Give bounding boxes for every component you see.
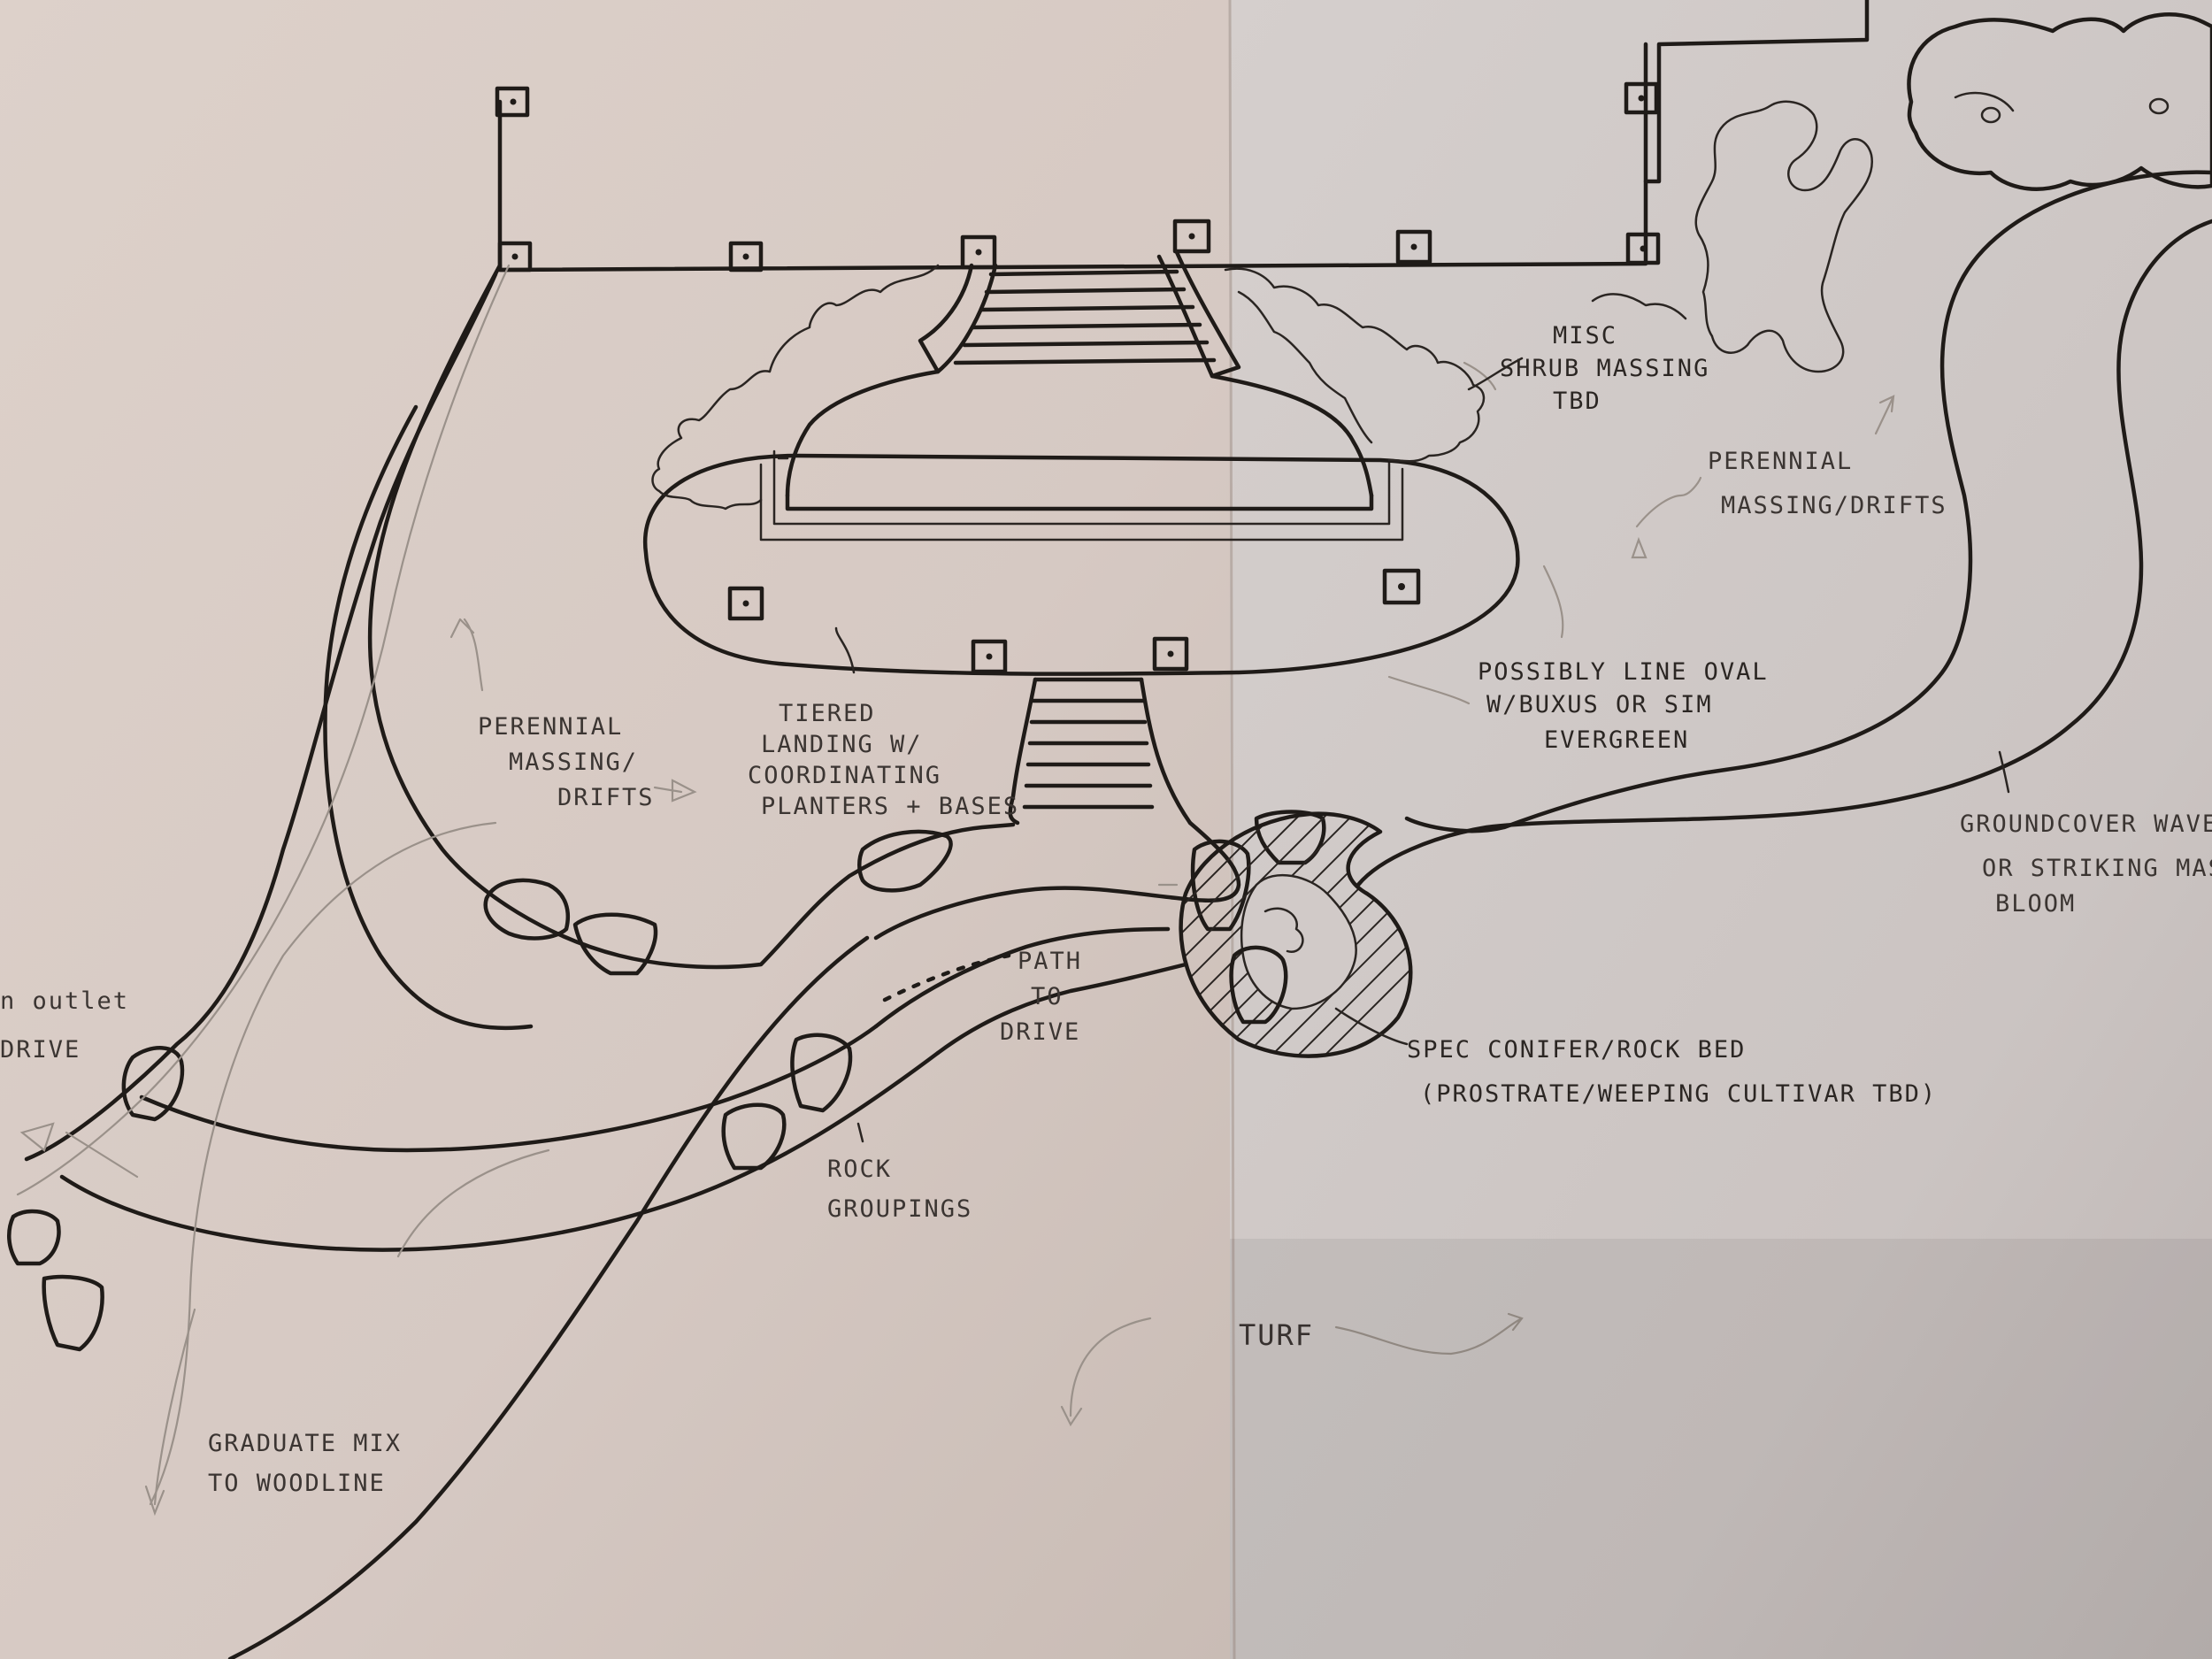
- label-line: MASSING/: [509, 749, 638, 776]
- label-line: SPEC CONIFER/ROCK BED: [1407, 1036, 1746, 1064]
- pier-icon: [1624, 81, 1659, 115]
- upper-landing: [759, 369, 1404, 541]
- leader-arrows: [19, 357, 2010, 1517]
- trunk-marker: [2148, 97, 2170, 115]
- shrub-massing: [651, 100, 1874, 511]
- annotation-groundcover: GROUNDCOVER WAVE OR STRIKING MASS BLOOM: [1960, 810, 2212, 918]
- annotation-shrub-massing: MISC SHRUB MASSING TBD: [1500, 322, 1709, 415]
- rock: [572, 912, 658, 976]
- label-line: LANDING W/: [761, 731, 923, 758]
- trunk-marker: [1980, 106, 2001, 124]
- pier-markers: [495, 81, 1661, 674]
- rock: [1229, 945, 1288, 1025]
- label-line: SHRUB MASSING: [1500, 355, 1709, 382]
- woodline-edge: [227, 935, 870, 1659]
- annotation-oval-line: POSSIBLY LINE OVAL W/BUXUS OR SIM EVERGR…: [1478, 658, 1769, 754]
- annotation-perennial-left: PERENNIAL MASSING/ DRIFTS: [478, 713, 655, 811]
- upper-steps: [918, 250, 1241, 379]
- annotation-path-to-drive: PATH TO DRIVE: [1000, 948, 1082, 1046]
- rock: [857, 829, 953, 893]
- label-line: PATH: [1018, 948, 1082, 975]
- annotation-perennial-right: PERENNIAL MASSING/DRIFTS: [1708, 448, 1947, 519]
- pier-icon: [497, 241, 533, 273]
- pier-icon: [495, 86, 530, 118]
- label-line: OR STRIKING MASS: [1982, 855, 2212, 882]
- annotation-graduate-mix: GRADUATE MIX TO WOODLINE: [208, 1430, 402, 1497]
- label-line: TO: [1031, 983, 1064, 1010]
- pier-icon: [727, 586, 764, 621]
- rock: [790, 1033, 853, 1113]
- path-to-drive: [59, 926, 1188, 1252]
- label-line: TO WOODLINE: [208, 1470, 386, 1497]
- drive-curve: [1356, 170, 2212, 887]
- inner-arc: [323, 404, 534, 1031]
- annotation-outlet: n outlet DRIVE: [0, 987, 129, 1064]
- label-line: COORDINATING: [748, 762, 941, 789]
- label-line: PERENNIAL: [1708, 448, 1853, 475]
- label-line: GRADUATE MIX: [208, 1430, 402, 1457]
- label-line: W/BUXUS OR SIM: [1486, 691, 1713, 718]
- paper-right: [1230, 0, 2212, 1659]
- label-line: MISC: [1553, 322, 1617, 349]
- annotation-spec-conifer: SPEC CONIFER/ROCK BED (PROSTRATE/WEEPING…: [1407, 1036, 1937, 1108]
- label-line: EVERGREEN: [1544, 726, 1689, 754]
- pier-icon: [1382, 568, 1421, 605]
- pier-icon: [1172, 219, 1211, 254]
- tree-canopy: [1907, 12, 2212, 191]
- annotation-turf: TURF: [1239, 1318, 1314, 1352]
- pier-icon: [728, 241, 764, 273]
- rock: [7, 1209, 61, 1266]
- label-line: DRIFTS: [557, 784, 655, 811]
- oval-terrace: [642, 453, 1520, 676]
- label-line: PLANTERS + BASES: [761, 793, 1019, 820]
- label-line: PERENNIAL: [478, 713, 623, 741]
- label-line: GROUNDCOVER WAVE: [1960, 810, 2212, 838]
- annotation-tiered-landing: TIERED LANDING W/ COORDINATING PLANTERS …: [748, 700, 1019, 820]
- label-line: GROUPINGS: [827, 1195, 972, 1223]
- rock: [121, 1046, 185, 1122]
- annotation-rock-groupings: ROCK GROUPINGS: [827, 1156, 972, 1223]
- paper-left: [0, 0, 1230, 1659]
- label-line: ROCK: [827, 1156, 892, 1183]
- shadow-overlay: [1230, 1239, 2212, 1659]
- pier-icon: [1152, 636, 1189, 672]
- pier-icon: [1625, 232, 1661, 265]
- left-bed: [24, 263, 1241, 1162]
- label-line: n outlet: [0, 987, 129, 1015]
- rock: [483, 878, 571, 941]
- rock: [721, 1102, 787, 1171]
- paper-fold: [1228, 0, 1236, 1659]
- rock: [1254, 810, 1326, 865]
- label-line: (PROSTRATE/WEEPING CULTIVAR TBD): [1420, 1080, 1937, 1108]
- lower-steps: [1008, 677, 1193, 826]
- rock-groupings: [7, 810, 1326, 1352]
- label-line: POSSIBLY LINE OVAL: [1478, 658, 1769, 686]
- pencil-guides: [16, 264, 1564, 1506]
- label-line: MASSING/DRIFTS: [1721, 492, 1947, 519]
- rock: [42, 1274, 104, 1352]
- label-line: BLOOM: [1995, 890, 2076, 918]
- pier-icon: [1395, 229, 1432, 265]
- label-line: TIERED: [779, 700, 876, 727]
- label-line: DRIVE: [1000, 1018, 1080, 1046]
- label-line: TBD: [1553, 388, 1601, 415]
- pier-icon: [960, 234, 997, 270]
- label-line: DRIVE: [0, 1036, 81, 1064]
